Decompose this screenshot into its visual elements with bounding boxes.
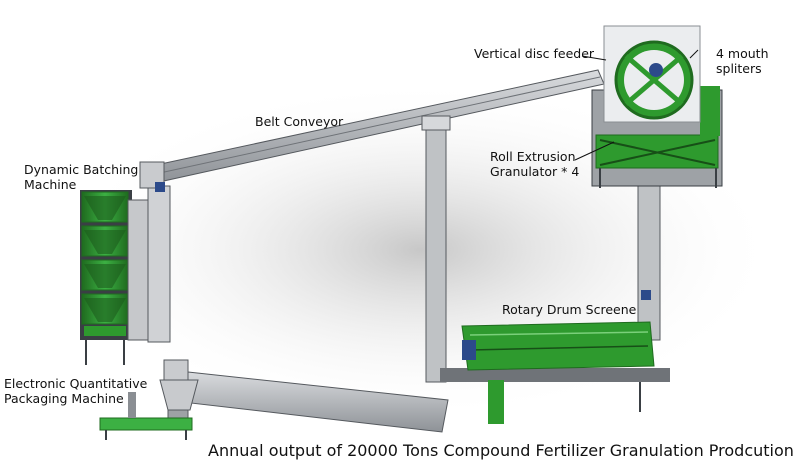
batching-hopper (81, 259, 129, 291)
batching-hopper (81, 225, 129, 257)
dynamic-batching-machine (80, 185, 171, 365)
packaging-machine (99, 379, 199, 440)
rotary-drum-screen (440, 321, 670, 424)
label-line-1: Electronic Quantitative (4, 376, 148, 391)
belt-conveyor (139, 69, 605, 192)
label-line-2: Packaging Machine (4, 391, 124, 406)
label-dynamic-batching: Dynamic Batching Machine (24, 162, 138, 192)
batching-hopper (81, 191, 129, 223)
label-belt-conveyor: Belt Conveyor (255, 114, 343, 129)
label-text: Rotary Drum Screene (502, 302, 637, 317)
batching-hopper (81, 293, 129, 325)
label-vertical-disc-feeder: Vertical disc feeder (474, 46, 594, 61)
label-text: Belt Conveyor (255, 114, 344, 129)
label-packaging: Electronic Quantitative Packaging Machin… (4, 376, 147, 406)
leader-lines (574, 49, 699, 161)
label-line-2: Granulator * 4 (490, 164, 580, 179)
label-line-1: Dynamic Batching (24, 162, 139, 177)
support-conveyor (421, 115, 661, 383)
caption: Annual output of 20000 Tons Compound Fer… (208, 441, 794, 460)
label-line-2: Machine (24, 177, 77, 192)
label-line-2: spliters (716, 61, 762, 76)
vertical-disc-feeder (603, 25, 701, 123)
label-line-1: 4 mouth (716, 46, 769, 61)
label-roll-extrusion: Roll Extrusion Granulator * 4 (490, 149, 579, 179)
label-rotary-drum: Rotary Drum Screene (502, 302, 636, 317)
label-mouth-splitters: 4 mouth spliters (716, 46, 769, 76)
label-text: Vertical disc feeder (474, 46, 595, 61)
label-line-1: Roll Extrusion (490, 149, 576, 164)
